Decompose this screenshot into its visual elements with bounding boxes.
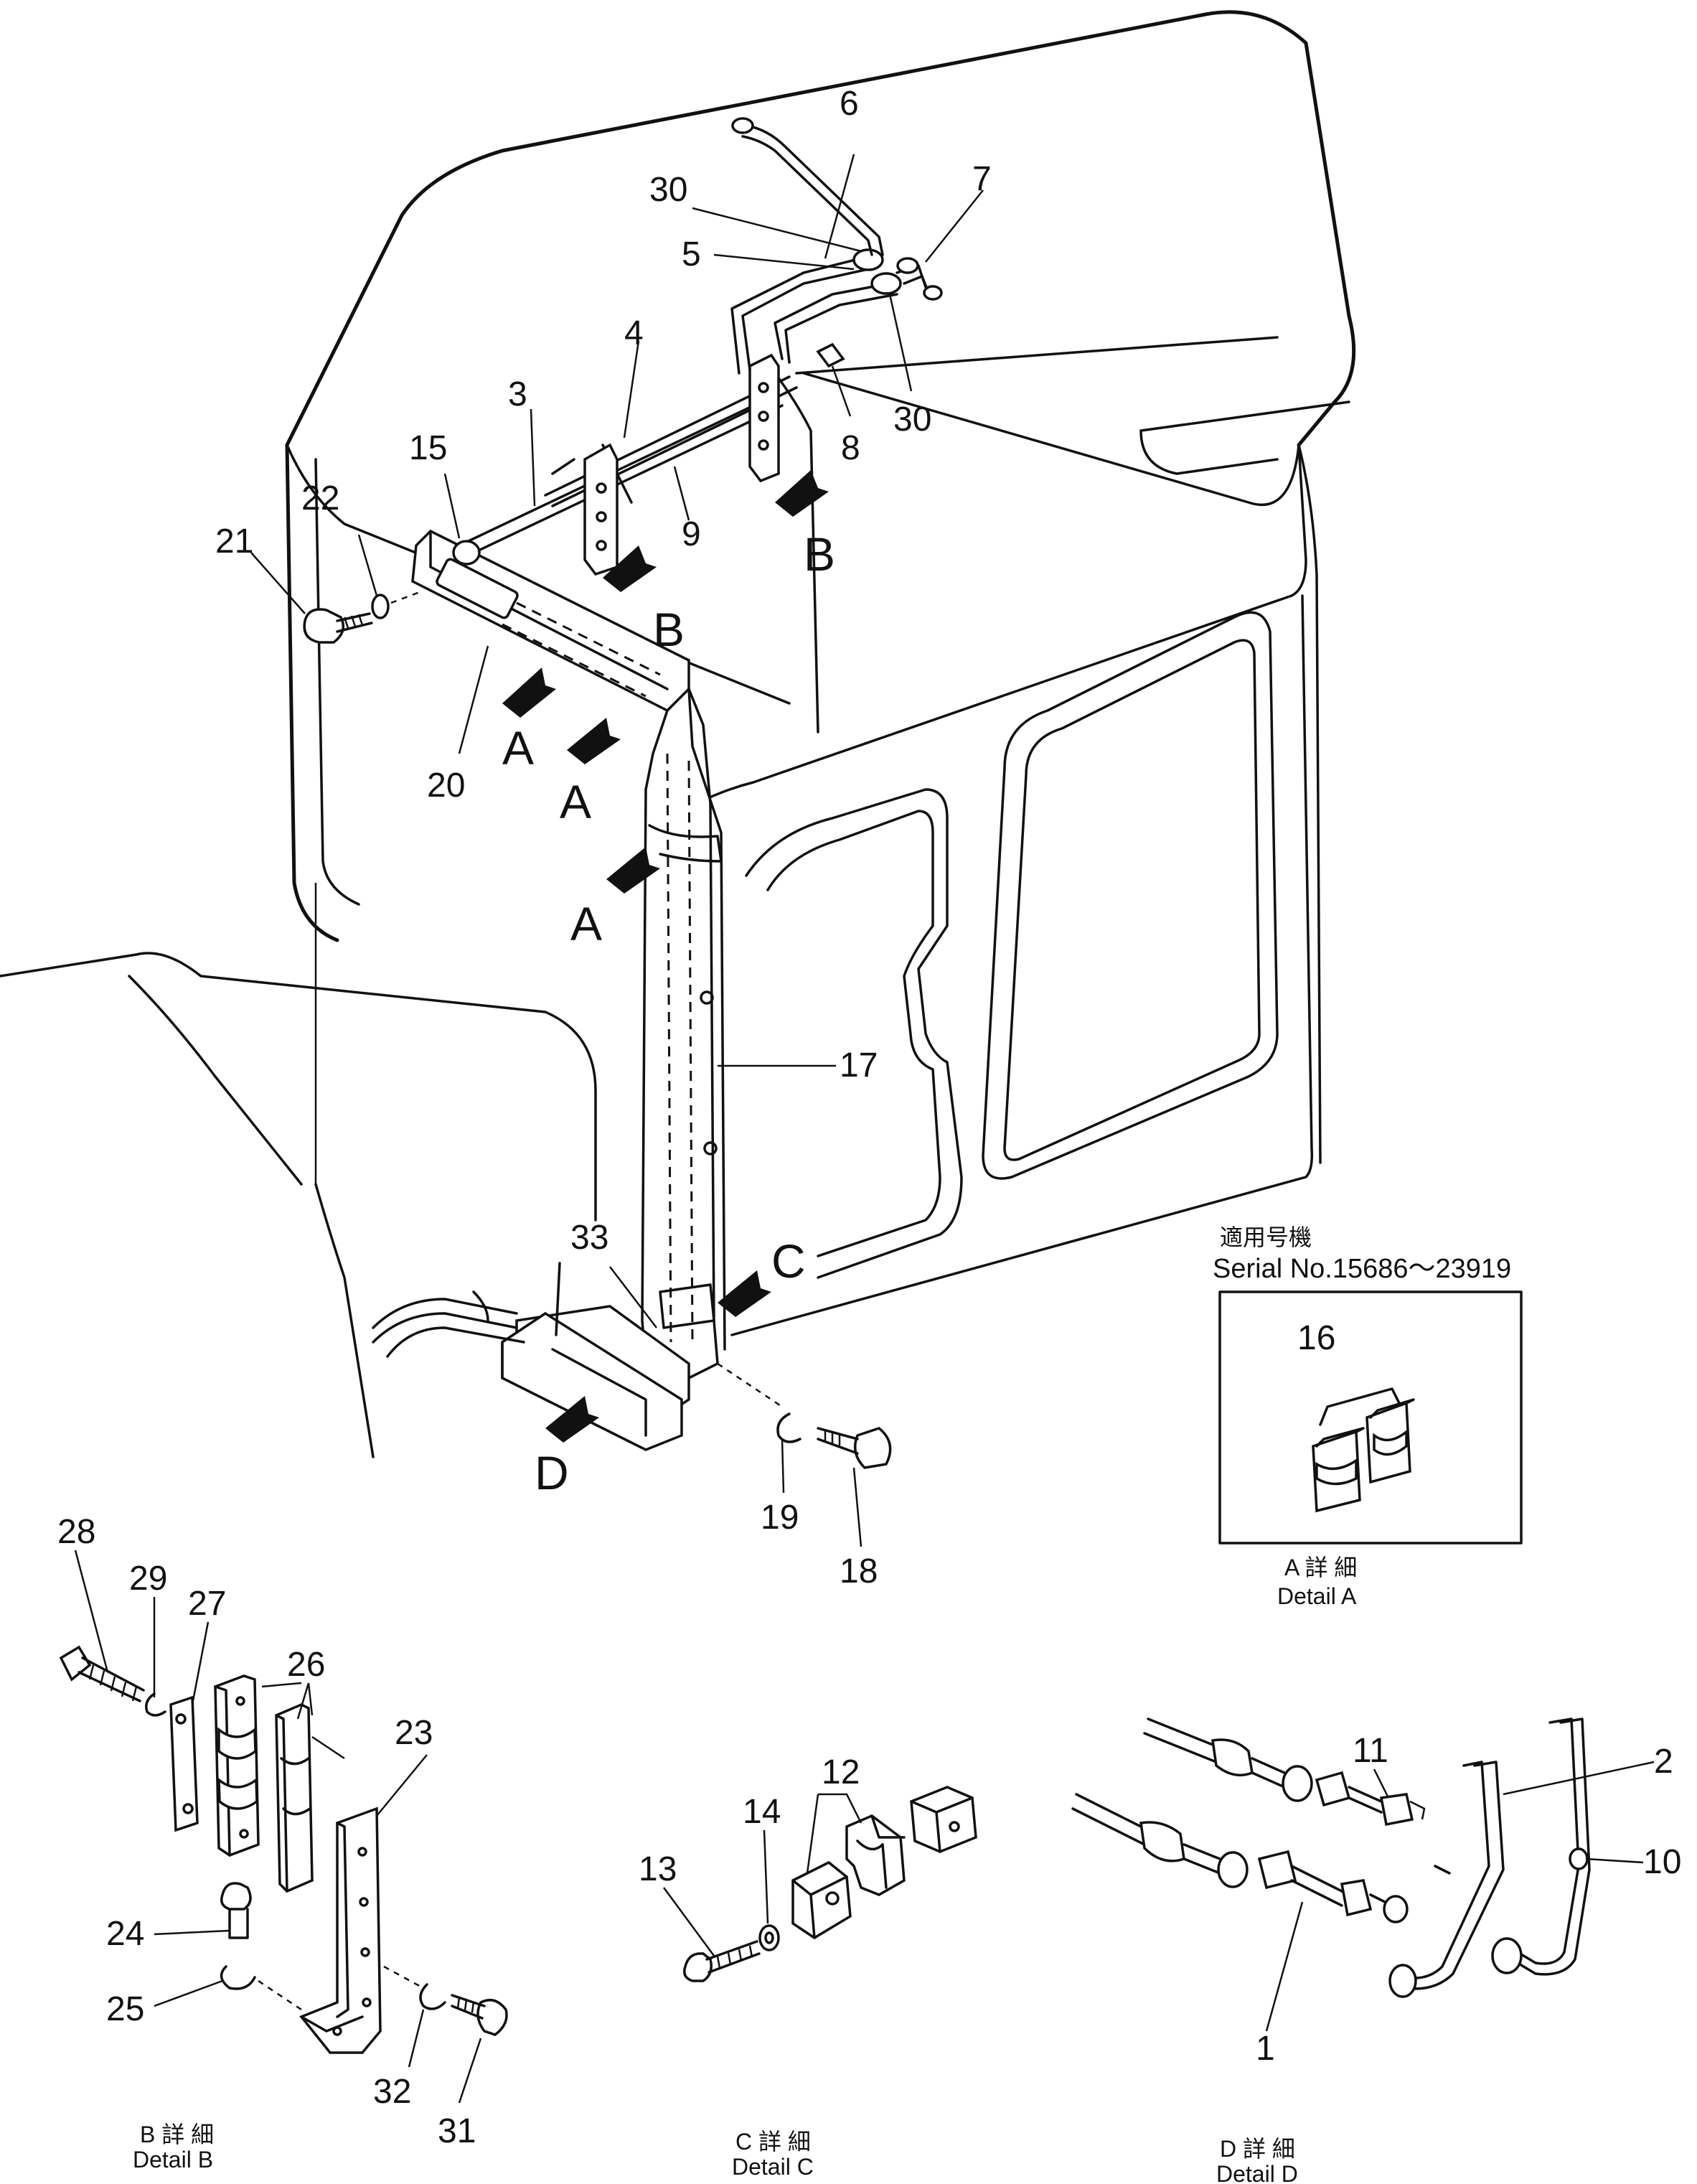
callout-16: 16 xyxy=(1297,1319,1335,1357)
callout-24: 24 xyxy=(106,1915,144,1953)
view-label-a1: A xyxy=(502,721,534,774)
view-label-b2: B xyxy=(804,528,835,581)
leader-lines xyxy=(250,154,984,1547)
callout-14: 14 xyxy=(743,1793,781,1831)
view-arrows xyxy=(502,470,829,1443)
detail-a-inset xyxy=(1218,1290,1523,1545)
callout-20: 20 xyxy=(427,767,465,805)
callout-8: 8 xyxy=(841,429,860,467)
callout-11: 11 xyxy=(1353,1732,1388,1770)
inset-serial: Serial No.15686～23919 xyxy=(1213,1254,1511,1284)
callout-29: 29 xyxy=(129,1560,167,1598)
view-label-c: C xyxy=(771,1234,806,1288)
callout-33: 33 xyxy=(570,1219,608,1257)
callout-13: 13 xyxy=(639,1850,677,1888)
detail-c-en: Detail C xyxy=(732,2154,814,2180)
callout-10: 10 xyxy=(1643,1843,1681,1881)
callout-3: 3 xyxy=(508,375,527,413)
callout-27: 27 xyxy=(188,1585,226,1623)
detail-b-jp: B 詳 細 xyxy=(140,2122,214,2147)
callout-9: 9 xyxy=(682,515,701,553)
callout-32: 32 xyxy=(373,2073,411,2111)
callout-25: 25 xyxy=(106,1990,144,2028)
detail-c xyxy=(662,1786,977,1982)
arrow-c xyxy=(718,1270,771,1317)
callout-7: 7 xyxy=(972,160,992,198)
view-letters: B B A A A C D xyxy=(502,528,835,1499)
detail-d xyxy=(1071,1717,1655,2032)
callout-23: 23 xyxy=(395,1714,433,1752)
callout-21: 21 xyxy=(215,522,253,561)
view-label-a3: A xyxy=(570,897,602,950)
cab-outline xyxy=(0,10,1356,1458)
view-label-b1: B xyxy=(653,603,685,656)
captions: 適用号機 Serial No.15686～23919 A 詳 細 Detail … xyxy=(133,1224,1511,2184)
inset-applicability: 適用号機 xyxy=(1220,1224,1312,1250)
callout-31: 31 xyxy=(438,2112,476,2150)
detail-c-jp: C 詳 細 xyxy=(735,2129,811,2155)
arrow-b1 xyxy=(603,545,657,592)
view-label-a2: A xyxy=(560,775,591,828)
callout-22: 22 xyxy=(301,479,339,517)
callout-4: 4 xyxy=(624,314,644,352)
callout-30b: 30 xyxy=(893,400,931,439)
callout-5: 5 xyxy=(682,235,701,273)
callout-18: 18 xyxy=(840,1552,878,1590)
callout-12: 12 xyxy=(822,1753,860,1791)
detail-b-en: Detail B xyxy=(133,2147,213,2173)
detail-b xyxy=(59,1550,508,2104)
callout-6: 6 xyxy=(840,85,859,123)
arrow-a3 xyxy=(606,847,660,894)
arrow-a1 xyxy=(502,667,556,718)
callout-30a: 30 xyxy=(649,171,687,209)
detail-a-en: Detail A xyxy=(1277,1583,1357,1609)
duct-assembly xyxy=(372,529,726,1451)
detail-a-jp: A 詳 細 xyxy=(1284,1555,1357,1580)
callout-2: 2 xyxy=(1654,1743,1673,1781)
callout-17: 17 xyxy=(840,1046,878,1084)
view-label-d: D xyxy=(535,1446,569,1499)
detail-d-en: Detail D xyxy=(1216,2161,1298,2184)
main-fasteners xyxy=(303,591,892,1469)
top-piping xyxy=(452,117,943,576)
arrow-b2 xyxy=(775,470,829,517)
callout-1: 1 xyxy=(1256,2030,1275,2068)
callout-15: 15 xyxy=(409,429,447,467)
arrow-a2 xyxy=(567,718,621,764)
detail-d-jp: D 詳 細 xyxy=(1220,2136,1295,2162)
callout-numbers: 6 7 30 5 4 3 30 8 15 9 22 21 20 17 33 19… xyxy=(57,85,1681,2150)
callout-26: 26 xyxy=(287,1646,325,1684)
callout-19: 19 xyxy=(761,1499,799,1537)
arrow-d xyxy=(545,1396,599,1443)
callout-28: 28 xyxy=(57,1513,95,1551)
